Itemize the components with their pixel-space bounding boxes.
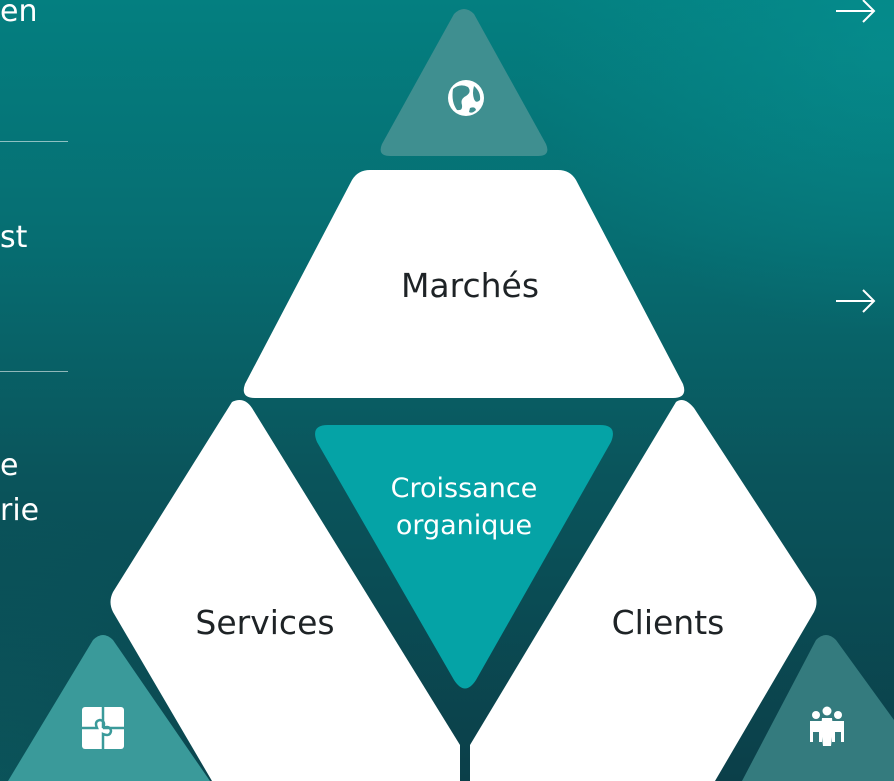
segment-clients[interactable] (470, 400, 817, 781)
people-icon (810, 706, 844, 746)
left-text-fragment-3: e (0, 448, 19, 483)
center-core-label-line-2: organique (396, 510, 532, 541)
left-divider-1 (0, 141, 68, 142)
center-core-label-line-1: Croissance (391, 473, 538, 504)
puzzle-icon (82, 707, 124, 749)
arrow-right-link-1[interactable] (832, 0, 880, 26)
segment-services[interactable] (110, 400, 461, 781)
left-text-fragment-2: st (0, 220, 28, 255)
arrow-right-link-2[interactable] (832, 286, 880, 316)
segment-clients-label: Clients (612, 603, 725, 642)
arrow-right-icon (836, 289, 876, 313)
left-text-fragment-1: en (0, 0, 38, 29)
segment-markets-label: Marchés (401, 266, 539, 305)
segment-services-label: Services (195, 603, 334, 642)
center-core[interactable] (315, 425, 613, 689)
arrow-right-icon (836, 0, 876, 23)
left-text-fragment-4: rie (0, 493, 40, 528)
segment-markets[interactable] (243, 170, 685, 398)
globe-icon (448, 80, 484, 116)
left-divider-2 (0, 371, 68, 372)
bottom-right-icon-tile (742, 635, 894, 781)
